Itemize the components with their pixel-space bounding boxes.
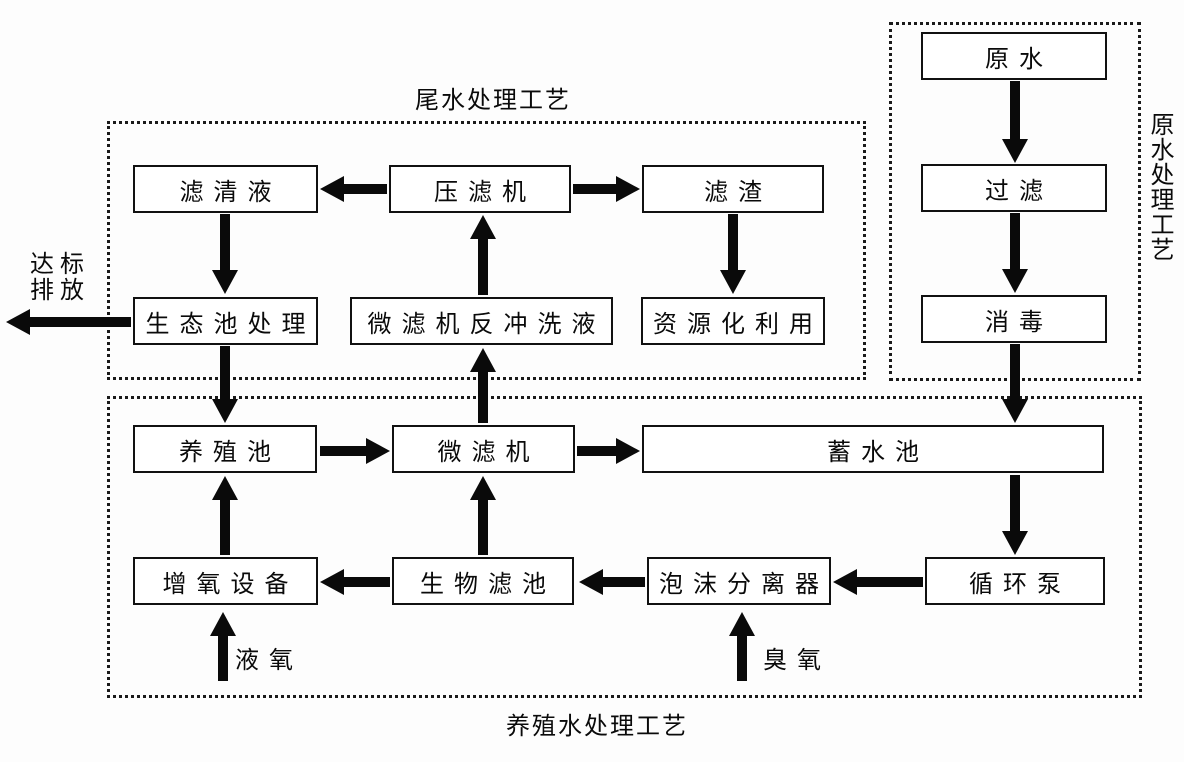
- node-raw-water: 原水: [921, 32, 1107, 80]
- label-discharge: 达标排放: [30, 252, 90, 304]
- label-ozone: 臭氧: [763, 648, 831, 674]
- node-eco-pond: 生态池处理: [133, 297, 318, 345]
- node-microfilter: 微滤机: [392, 425, 575, 473]
- node-filtrate: 滤清液: [133, 165, 318, 213]
- node-circulation-pump: 循环泵: [925, 557, 1105, 605]
- node-culture-pond: 养殖池: [133, 425, 317, 473]
- node-filter-residue: 滤渣: [642, 165, 824, 213]
- node-filter: 过滤: [921, 164, 1107, 212]
- node-aeration-equipment: 增氧设备: [133, 557, 318, 605]
- node-foam-separator: 泡沫分离器: [647, 557, 831, 605]
- node-storage-pond: 蓄水池: [642, 425, 1104, 473]
- group-title-rawwater: 原水处理工艺: [1146, 112, 1172, 262]
- label-liquid-oxygen: 液氧: [235, 648, 303, 674]
- group-aquaculture-border: [107, 396, 1142, 698]
- group-title-aquaculture: 养殖水处理工艺: [506, 714, 688, 740]
- node-bio-filter: 生物滤池: [392, 557, 574, 605]
- node-resource-utilization: 资源化利用: [641, 297, 825, 345]
- group-title-tailwater: 尾水处理工艺: [415, 88, 571, 114]
- node-filter-press: 压滤机: [389, 165, 571, 213]
- node-disinfect: 消毒: [921, 295, 1107, 343]
- node-microfilter-backwash: 微滤机反冲洗液: [350, 297, 613, 345]
